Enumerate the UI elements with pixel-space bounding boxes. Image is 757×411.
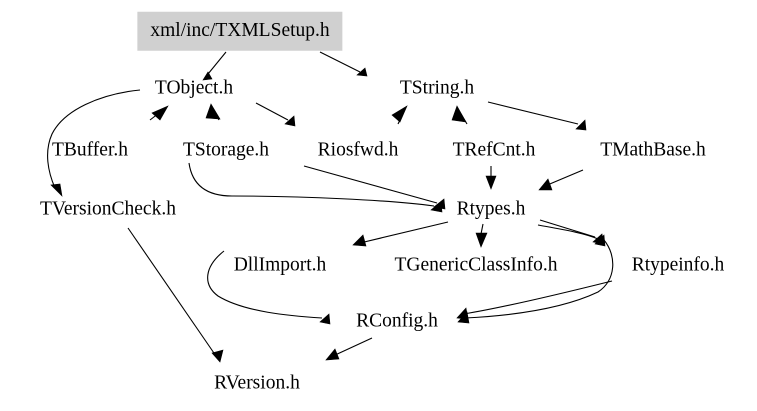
edge-tstorage-to-rtypes: [188, 162, 443, 213]
edge-rtypes-to-tgenericclassinfo: [475, 223, 488, 248]
node-rtypeinfo[interactable]: Rtypeinfo.h: [631, 254, 725, 276]
node-rtypes[interactable]: Rtypes.h: [456, 198, 526, 220]
node-riosfwd[interactable]: Riosfwd.h: [317, 139, 399, 161]
edge-rconfig-to-rversion: [325, 337, 373, 361]
edge-txmlsetup-to-tobject: [202, 51, 227, 81]
edge-trefcnt-to-tstring: [451, 105, 468, 125]
node-rversion[interactable]: RVersion.h: [214, 372, 300, 394]
node-dllimport[interactable]: DllImport.h: [233, 254, 327, 276]
edge-tstorage-to-tobject: [205, 103, 221, 121]
edge-rtypeinfo-to-rconfig: [456, 280, 613, 320]
node-tgenericclassinfo[interactable]: TGenericClassInfo.h: [394, 254, 558, 276]
node-txmlsetup[interactable]: xml/inc/TXMLSetup.h: [137, 11, 343, 51]
edge-tversioncheck-to-rversion: [127, 227, 224, 363]
node-tversioncheck[interactable]: TVersionCheck.h: [40, 198, 176, 220]
edge-rtypes-to-rconfig: [457, 239, 614, 324]
edge-tstring-to-tmathbase: [487, 101, 587, 131]
edge-dllimport-to-rconfig: [207, 250, 331, 325]
edge-tmathbase-to-rtypes: [538, 169, 584, 191]
edge-tobject-to-tversioncheck: [47, 89, 141, 197]
edge-txmlsetup-to-tstring: [319, 51, 368, 77]
node-tstorage[interactable]: TStorage.h: [182, 139, 270, 161]
node-tbuffer[interactable]: TBuffer.h: [51, 139, 129, 161]
edge-trefcnt-to-rtypes: [485, 166, 497, 190]
node-trefcnt[interactable]: TRefCnt.h: [452, 139, 536, 161]
edge-rconfig-to-rtypeinfo: [537, 224, 606, 247]
node-tobject[interactable]: TObject.h: [154, 77, 234, 99]
edge-tbuffer-to-tobject: [149, 105, 169, 121]
node-tstring[interactable]: TString.h: [399, 77, 475, 99]
edge-rtypes-to-dllimport: [352, 221, 449, 247]
node-tmathbase[interactable]: TMathBase.h: [600, 139, 706, 161]
edge-riosfwd-to-tstring: [391, 105, 408, 125]
node-rconfig[interactable]: RConfig.h: [356, 310, 438, 332]
edge-tobject-to-riosfwd: [255, 102, 296, 127]
edge-riosfwd-to-rtypes: [303, 165, 446, 210]
